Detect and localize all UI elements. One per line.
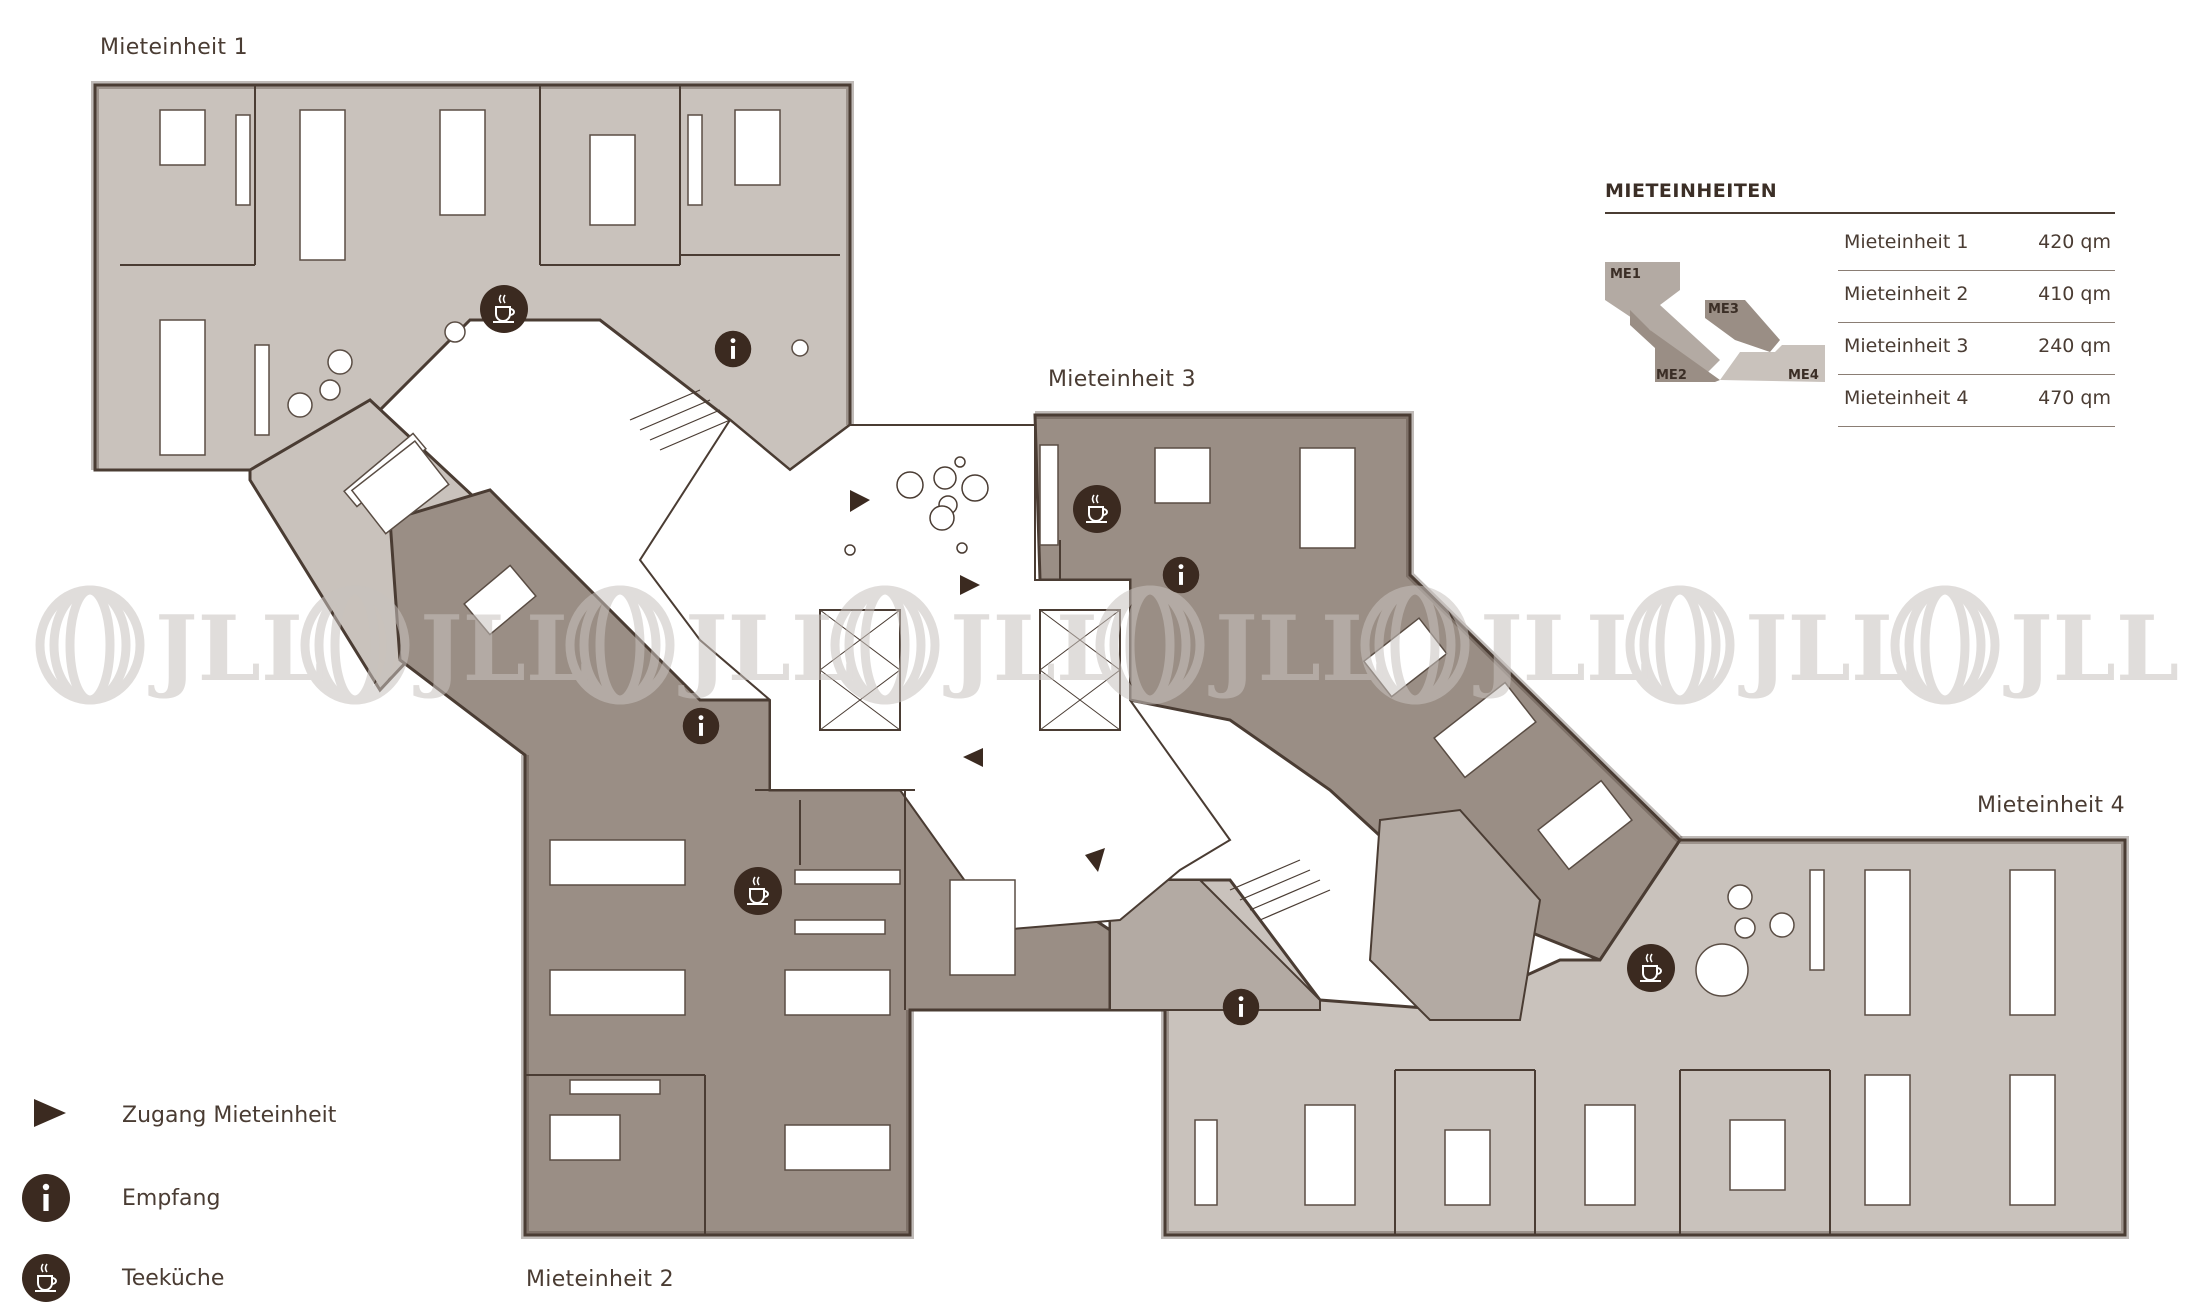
coffee-cup-icon xyxy=(1072,484,1122,534)
watermark-text: JLL xyxy=(148,596,324,702)
table-row-name: Mieteinheit 4 xyxy=(1844,387,1969,409)
mini-map-tag: ME4 xyxy=(1788,368,1819,383)
table-row-area: 240 qm xyxy=(2038,335,2111,357)
table-row: Mieteinheit 4 470 qm xyxy=(1838,375,2115,427)
legend-entrance-label: Zugang Mieteinheit xyxy=(122,1103,337,1128)
unit-3-lobby-area xyxy=(1368,808,1542,1021)
info-icon xyxy=(682,707,720,745)
info-icon xyxy=(1162,556,1200,594)
table-row-name: Mieteinheit 2 xyxy=(1844,283,1969,305)
watermark-text: JLL xyxy=(678,596,854,702)
table-row-name: Mieteinheit 1 xyxy=(1844,231,1969,253)
units-table-title: MIETEINHEITEN xyxy=(1605,180,2115,214)
triangle-arrow-icon xyxy=(850,490,870,512)
table-row: Mieteinheit 2 410 qm xyxy=(1838,271,2115,323)
watermark-text: JLL xyxy=(943,596,1119,702)
unit-label-2: Mieteinheit 2 xyxy=(526,1267,674,1292)
coffee-cup-icon xyxy=(21,1253,71,1303)
unit-label-3: Mieteinheit 3 xyxy=(1048,367,1196,392)
mini-map-tag: ME2 xyxy=(1656,368,1687,383)
info-icon xyxy=(714,330,752,368)
table-row-name: Mieteinheit 3 xyxy=(1844,335,1969,357)
table-row-area: 420 qm xyxy=(2038,231,2111,253)
watermark-text: JLL xyxy=(1473,596,1649,702)
watermark-text: JLL xyxy=(1208,596,1384,702)
table-row-area: 470 qm xyxy=(2038,387,2111,409)
table-row: Mieteinheit 1 420 qm xyxy=(1838,219,2115,271)
mini-key-map: ME1 ME2 ME3 ME4 xyxy=(1605,262,1825,383)
units-table: MIETEINHEITEN xyxy=(1605,180,2115,214)
coffee-cup-icon xyxy=(479,284,529,334)
watermark: JLL JLL JLL JLL JLL JLL JLL JLL xyxy=(35,585,2179,705)
mini-map-tag: ME1 xyxy=(1610,267,1641,282)
coffee-cup-icon xyxy=(1626,943,1676,993)
info-icon xyxy=(1222,988,1260,1026)
unit-label-1: Mieteinheit 1 xyxy=(100,35,248,60)
legend-reception-label: Empfang xyxy=(122,1186,221,1211)
triangle-arrow-icon xyxy=(960,575,980,595)
furniture xyxy=(159,109,2056,1206)
watermark-text: JLL xyxy=(413,596,589,702)
partition-walls xyxy=(120,85,1831,1235)
legend-kitchen-label: Teeküche xyxy=(122,1266,225,1291)
watermark-text: JLL xyxy=(1738,596,1914,702)
table-row: Mieteinheit 3 240 qm xyxy=(1838,323,2115,375)
unit-4-lobby-area xyxy=(1109,879,1321,1011)
coffee-cup-icon xyxy=(733,866,783,916)
triangle-arrow-icon xyxy=(1085,848,1105,872)
watermark-text: JLL xyxy=(2003,596,2179,702)
table-row-area: 410 qm xyxy=(2038,283,2111,305)
mini-map-tag: ME3 xyxy=(1708,302,1739,317)
unit-label-4: Mieteinheit 4 xyxy=(1977,793,2125,818)
triangle-arrow-icon xyxy=(963,748,983,767)
info-icon xyxy=(22,1174,70,1222)
entrance-markers xyxy=(850,490,1105,872)
triangle-arrow-icon xyxy=(34,1099,66,1127)
